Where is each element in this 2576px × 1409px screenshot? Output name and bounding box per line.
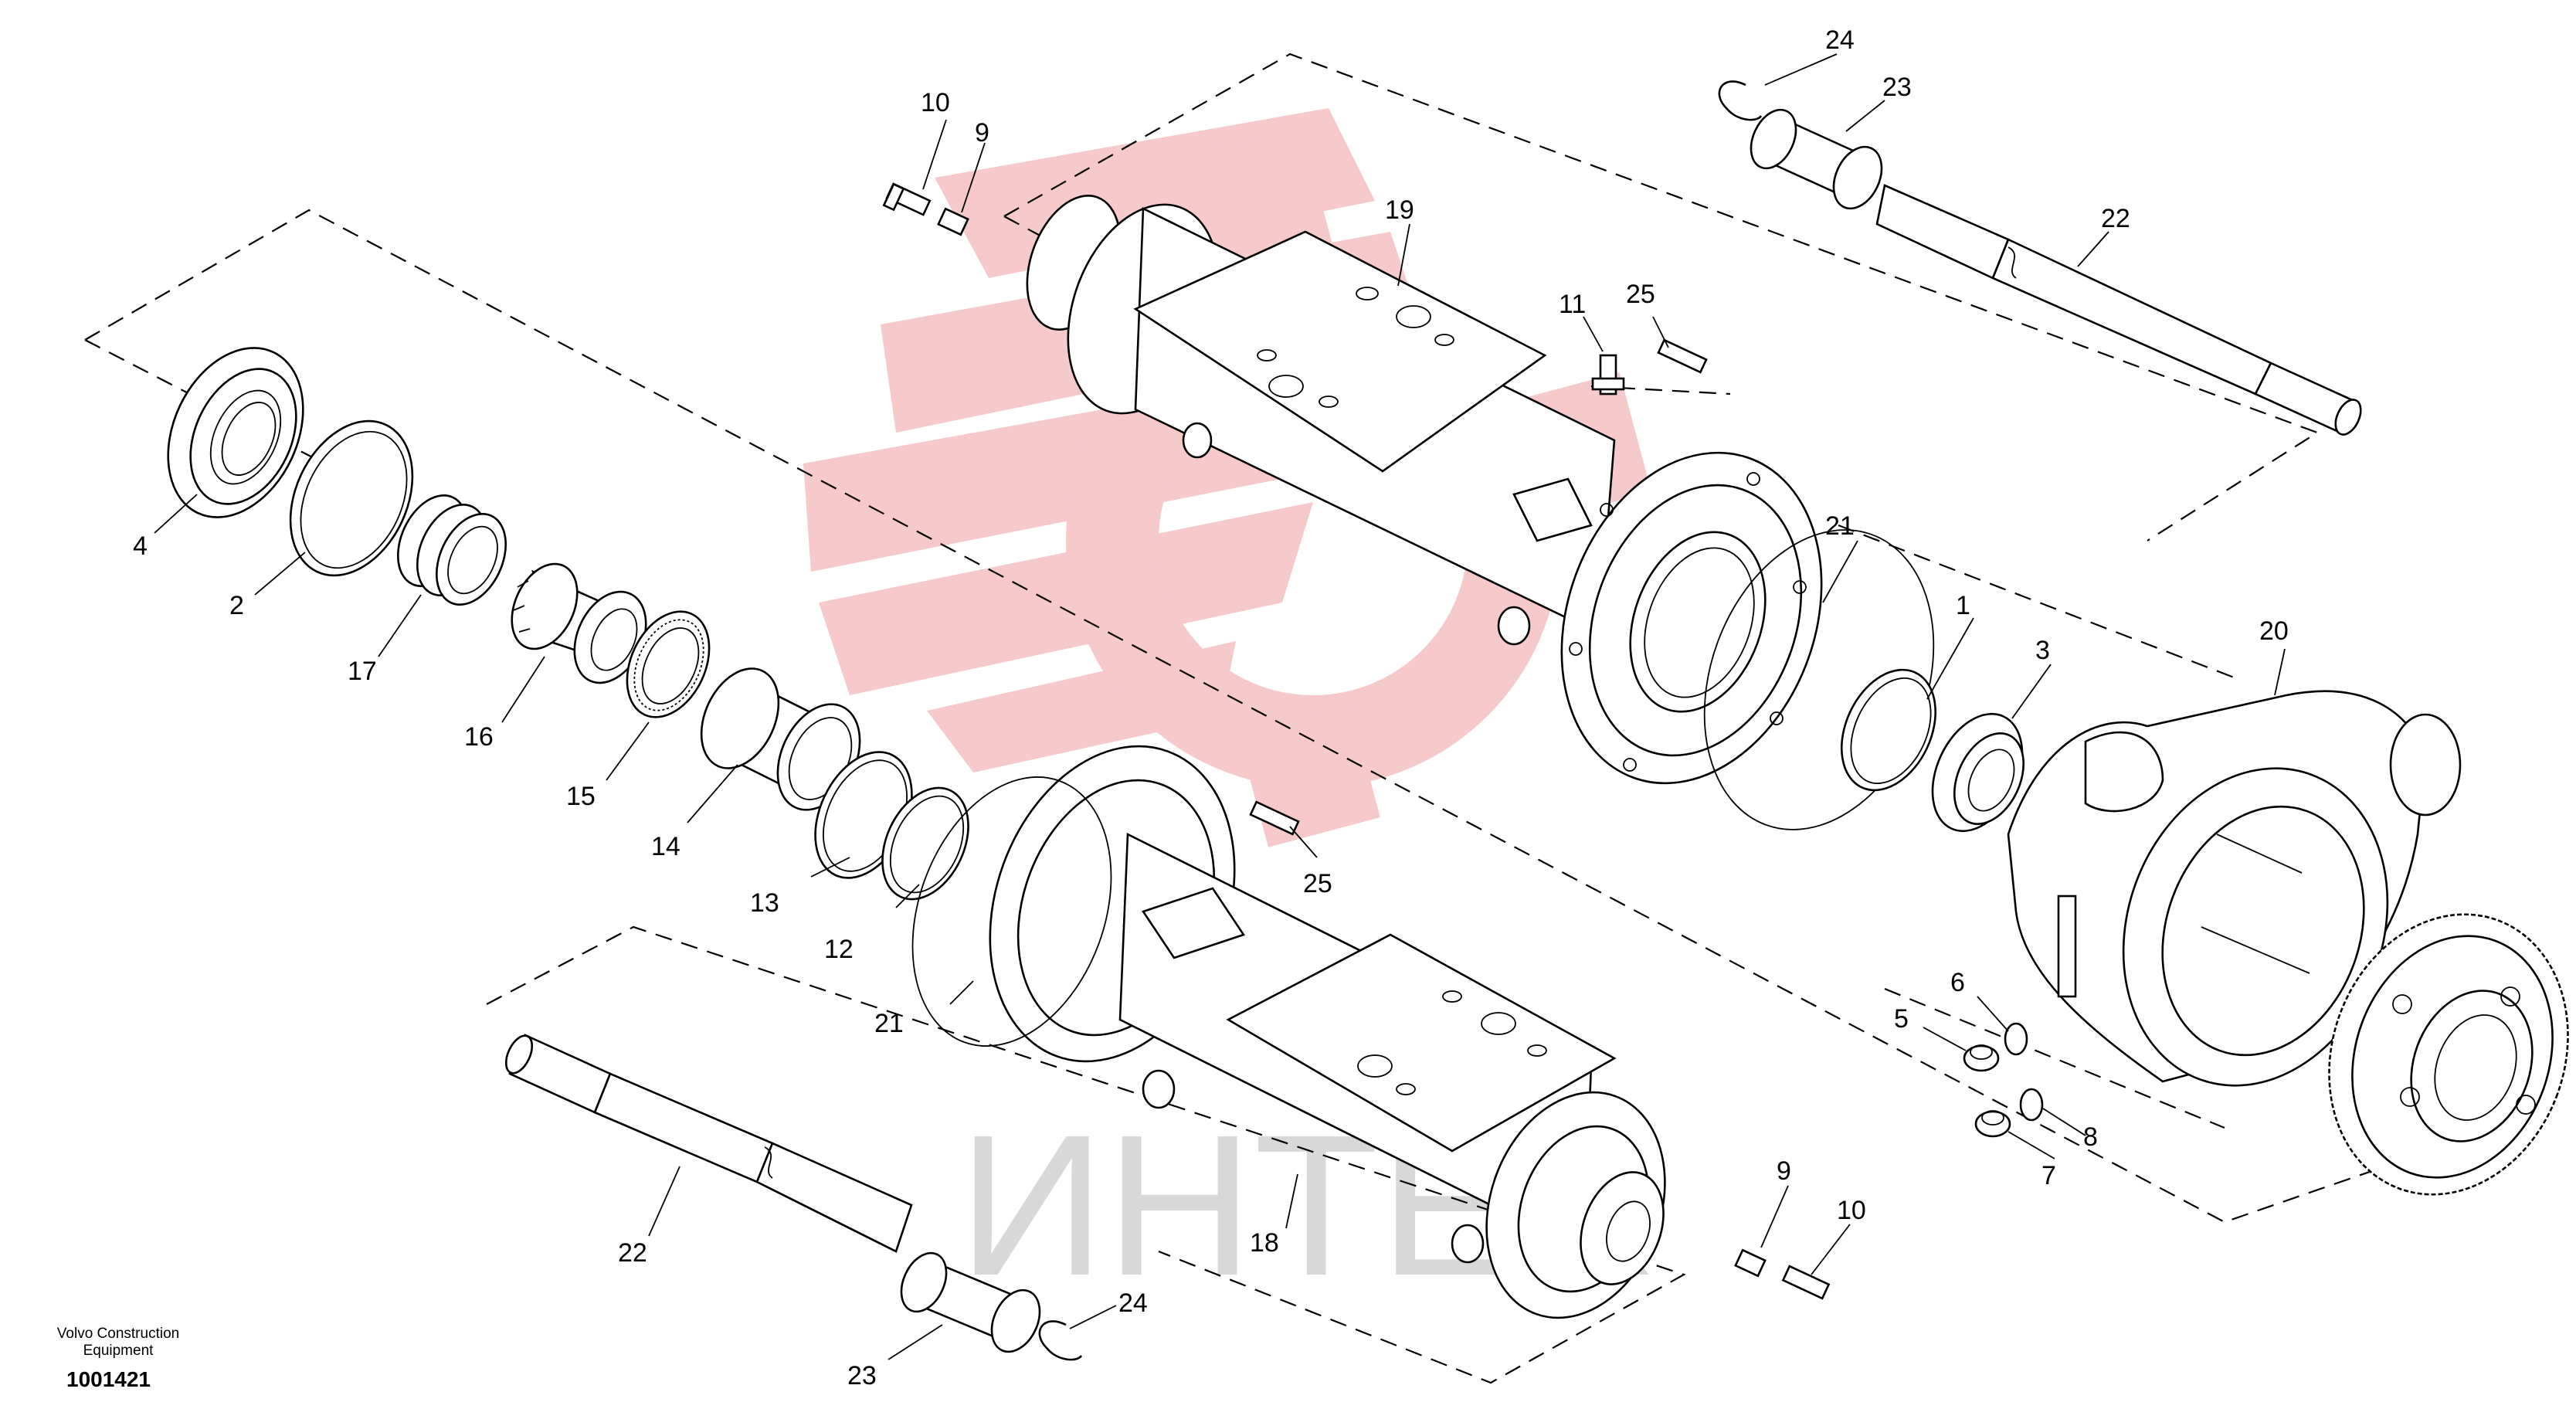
axle-housing-18 bbox=[989, 745, 1666, 1319]
brand-line-2: Equipment bbox=[83, 1343, 154, 1359]
brand-line-1: Volvo Construction bbox=[56, 1326, 180, 1342]
ring-2 bbox=[289, 419, 414, 577]
callout-24-upper: 24 bbox=[1825, 25, 1855, 55]
hub-16 bbox=[511, 562, 647, 684]
nipple-11 bbox=[1591, 354, 1625, 396]
callout-19: 19 bbox=[1385, 195, 1414, 225]
callout-6: 6 bbox=[1950, 968, 1965, 997]
callout-13: 13 bbox=[750, 888, 779, 918]
callout-16: 16 bbox=[464, 722, 494, 752]
axle-housing-19 bbox=[1026, 195, 1823, 785]
pin-9-top bbox=[937, 207, 969, 236]
callout-12: 12 bbox=[824, 935, 854, 964]
callout-2: 2 bbox=[229, 591, 244, 620]
document-number: 1001421 bbox=[66, 1367, 151, 1391]
plug-7 bbox=[1974, 1110, 2011, 1138]
circlip-24-upper bbox=[1718, 80, 1763, 121]
leader-lines bbox=[154, 53, 2286, 1360]
shaft-22-lower bbox=[504, 1034, 913, 1253]
ring-12 bbox=[881, 786, 969, 901]
shaft-22-upper bbox=[1875, 184, 2362, 436]
callout-18: 18 bbox=[1250, 1228, 1279, 1258]
callout-24-lower: 24 bbox=[1118, 1288, 1148, 1318]
circlip-24-lower bbox=[1038, 1320, 1083, 1361]
callout-14: 14 bbox=[651, 832, 680, 861]
callout-21-lower: 21 bbox=[874, 1009, 904, 1038]
washer-8 bbox=[2019, 1088, 2044, 1122]
thrust-bearing-15 bbox=[626, 610, 711, 718]
callout-21-upper: 21 bbox=[1825, 511, 1855, 541]
callout-8: 8 bbox=[2083, 1122, 2098, 1152]
spring-17 bbox=[396, 494, 507, 606]
bolt-25-upper bbox=[1657, 338, 1708, 374]
bushing-23-upper bbox=[1750, 108, 1883, 210]
washer-6 bbox=[2004, 1022, 2028, 1056]
callout-3: 3 bbox=[2035, 636, 2050, 665]
brand-label: Volvo Construction Equipment bbox=[29, 1326, 207, 1360]
o-ring-21-lower bbox=[911, 776, 1112, 1047]
bolt-25-lower bbox=[1249, 800, 1300, 836]
plug-5 bbox=[1963, 1044, 2000, 1072]
differential-housing-20 bbox=[2007, 690, 2462, 1087]
callout-10-bottom: 10 bbox=[1837, 1196, 1866, 1225]
callout-23-lower: 23 bbox=[847, 1361, 877, 1390]
callout-5: 5 bbox=[1894, 1004, 1909, 1034]
callout-25-lower: 25 bbox=[1303, 869, 1332, 898]
bearing-4 bbox=[167, 347, 304, 518]
callout-22-lower: 22 bbox=[618, 1238, 647, 1268]
callout-4: 4 bbox=[133, 531, 148, 561]
callout-15: 15 bbox=[566, 782, 596, 811]
sleeve-14 bbox=[700, 667, 861, 811]
callout-7: 7 bbox=[2041, 1161, 2056, 1190]
callout-22-upper: 22 bbox=[2101, 204, 2130, 233]
callout-9-top: 9 bbox=[975, 118, 989, 148]
crown-gear bbox=[2328, 913, 2569, 1196]
callout-9-bottom: 9 bbox=[1777, 1156, 1791, 1186]
bolt-10-top bbox=[882, 182, 932, 216]
callout-20: 20 bbox=[2259, 616, 2289, 646]
callout-11: 11 bbox=[1559, 290, 1586, 319]
ring-1 bbox=[1840, 668, 1937, 792]
callout-17: 17 bbox=[348, 657, 377, 686]
bushing-23-lower bbox=[900, 1251, 1041, 1353]
pin-9-bottom bbox=[1734, 1248, 1767, 1278]
callout-1: 1 bbox=[1956, 591, 1970, 620]
callout-25-upper: 25 bbox=[1626, 280, 1655, 309]
callout-23-upper: 23 bbox=[1882, 73, 1912, 102]
callout-10-top: 10 bbox=[921, 88, 950, 117]
bearing-3 bbox=[1931, 712, 2025, 833]
bolt-10-bottom bbox=[1781, 1265, 1831, 1300]
callouts: 4 2 17 16 15 14 13 12 21 21 1 3 20 10 9 … bbox=[133, 25, 2289, 1390]
